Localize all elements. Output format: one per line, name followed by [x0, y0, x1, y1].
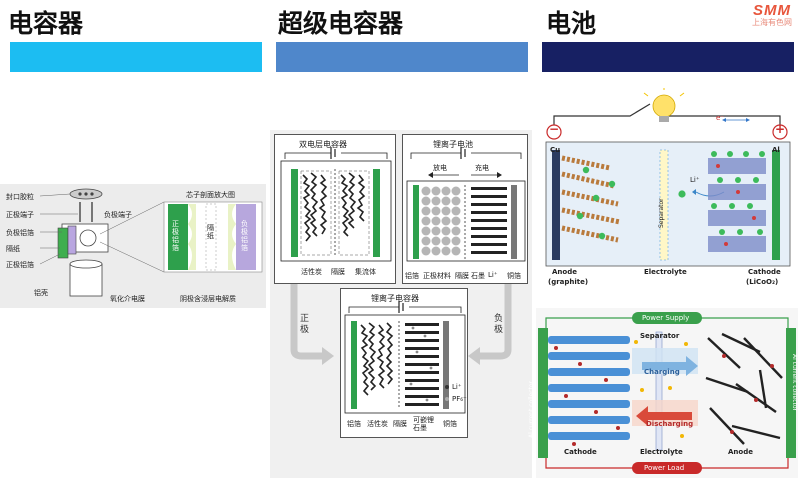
- discharging-label: Discharging: [646, 420, 694, 428]
- bottom-cathode-label: Cathode: [564, 448, 597, 456]
- lic-drawing: [344, 301, 466, 414]
- cap-label-oxide: 氧化介电膜: [110, 295, 145, 303]
- battery-al-label: Al: [772, 146, 780, 154]
- cap-label-paper: 隔纸: [6, 245, 20, 253]
- battery-cathode-label: Cathode: [748, 268, 781, 276]
- battery-anode-label: Anode: [552, 268, 577, 276]
- cap-label-pos-electrode: 正极铝箔: [172, 220, 179, 252]
- power-supply-label: Power Supply: [642, 314, 690, 322]
- edlc-label-collector: 集流体: [355, 268, 376, 276]
- battery-minus-terminal: −: [549, 122, 560, 136]
- charging-label: Charging: [644, 368, 680, 376]
- cap-label-pos-terminal: 正极端子: [6, 211, 34, 219]
- watermark-sub: 上海有色网: [752, 18, 792, 27]
- battery-cu-label: Cu: [550, 146, 561, 154]
- capacitor-drawing: [39, 188, 263, 297]
- title-capacitor: 电容器: [8, 9, 84, 38]
- liion-label-cu-foil: 铜箔: [507, 272, 521, 280]
- lic-label-carbon: 活性炭: [367, 420, 388, 428]
- lic-legend-pf6: PF₆⁻: [452, 395, 467, 403]
- lic-label-al-foil: 铝箔: [347, 420, 361, 428]
- cap-label-case: 铝壳: [34, 289, 48, 297]
- lic-label-cu-foil: 铜箔: [443, 420, 457, 428]
- liion-label-graphite: 石墨: [471, 272, 485, 280]
- liion-cathode-particles: [421, 186, 461, 256]
- liion-label-al-foil: 铝箔: [405, 272, 419, 280]
- edlc-label-separator: 隔膜: [331, 268, 345, 276]
- lic-label-graphite: 可嵌锂石墨: [413, 416, 434, 432]
- bottom-electrolyte-label: Electrolyte: [640, 448, 683, 456]
- battery-separator-label: Separator: [658, 198, 665, 228]
- liion-drawing: [406, 147, 526, 262]
- battery-electrolyte-label: Electrolyte: [644, 268, 687, 276]
- liion-label-cathode: 正极材料: [423, 272, 451, 280]
- cathode-licoo2-structure: [708, 151, 766, 252]
- anode-graphite-layers: [561, 155, 621, 243]
- liion-title: 锂离子电池: [433, 140, 473, 149]
- left-collector-label: Al current collector: [528, 380, 535, 438]
- lic-label-separator: 隔膜: [393, 420, 407, 428]
- cap-label-neg-electrode: 负极铝箔: [241, 220, 248, 252]
- watermark-brand: SMM: [753, 2, 791, 19]
- battery-plus-terminal: +: [775, 122, 786, 136]
- edlc-label-carbon: 活性炭: [301, 268, 322, 276]
- battery-electron-label: e⁻: [716, 114, 725, 122]
- band-supercapacitor: [276, 42, 528, 72]
- edlc-title: 双电层电容器: [299, 140, 347, 149]
- flow-label-positive: 正极: [300, 314, 310, 335]
- battery-anode-sub: (graphite): [548, 278, 589, 286]
- cap-label-neg-terminal: 负极端子: [104, 211, 132, 219]
- bottom-separator-label: Separator: [640, 332, 680, 340]
- title-supercapacitor: 超级电容器: [278, 9, 404, 38]
- capacitor-diagram: 封口胶粒 正极端子 负极端子 负极铝箔 隔纸 正极铝箔 铝壳 芯子剖面放大图 氧…: [0, 184, 266, 308]
- flow-arrows: [290, 284, 512, 365]
- band-battery: [542, 42, 794, 72]
- battery-top-diagram: − + Cu Al e⁻ Li⁺ Separator Anode (graphi…: [540, 88, 796, 300]
- liion-label-separator: 隔膜: [455, 272, 469, 280]
- cap-label-neg-foil: 负极铝箔: [6, 229, 34, 237]
- bottom-anode-label: Anode: [728, 448, 753, 456]
- liion-graphite-layers: [471, 187, 507, 254]
- lic-title: 锂离子电容器: [371, 294, 419, 303]
- title-battery: 电池: [546, 9, 597, 38]
- lic-graphite-layers: [405, 323, 439, 406]
- edlc-diagram: 双电层电容器 活性炭 隔膜 集流体: [274, 134, 396, 284]
- liion-label-discharge: 放电: [433, 164, 447, 172]
- edlc-drawing: [280, 147, 392, 262]
- anode-graphite-sticks: [705, 332, 783, 445]
- lic-legend-li: Li⁺: [452, 383, 462, 391]
- liion-diagram: 锂离子电池 放电 充电 铝箔 正极材料 隔膜: [402, 134, 528, 284]
- battery-cathode-sub: (LiCoO₂): [746, 278, 779, 286]
- battery-li-ion-label: Li⁺: [690, 176, 700, 184]
- battery-bottom-drawing: [538, 312, 796, 474]
- cathode-fingers: [548, 336, 630, 446]
- right-collector-label: Al current collector: [791, 354, 798, 412]
- battery-top-drawing: [545, 88, 791, 267]
- liion-label-li: Li⁺: [488, 271, 498, 279]
- cap-label-pos-foil: 正极铝箔: [6, 261, 34, 269]
- power-load-label: Power Load: [644, 464, 685, 472]
- cap-label-separator: 隔纸: [207, 224, 214, 240]
- band-capacitor: [10, 42, 262, 72]
- lic-diagram: 锂离子电容器 Li⁺ PF₆⁻ 铝箔 活性炭 隔膜 可嵌锂石墨 铜箔: [340, 288, 468, 438]
- cap-label-seal: 封口胶粒: [6, 193, 34, 201]
- cap-label-electrolyte: 阴极含浸层电解质: [180, 295, 236, 303]
- smm-watermark: SMM 上海有色网: [752, 2, 792, 28]
- battery-bottom-diagram: Power Supply Power Load Separator Chargi…: [528, 308, 798, 478]
- flow-label-negative: 负极: [494, 314, 504, 335]
- cap-label-cross-section: 芯子剖面放大图: [186, 191, 235, 199]
- liion-label-charge: 充电: [475, 164, 489, 172]
